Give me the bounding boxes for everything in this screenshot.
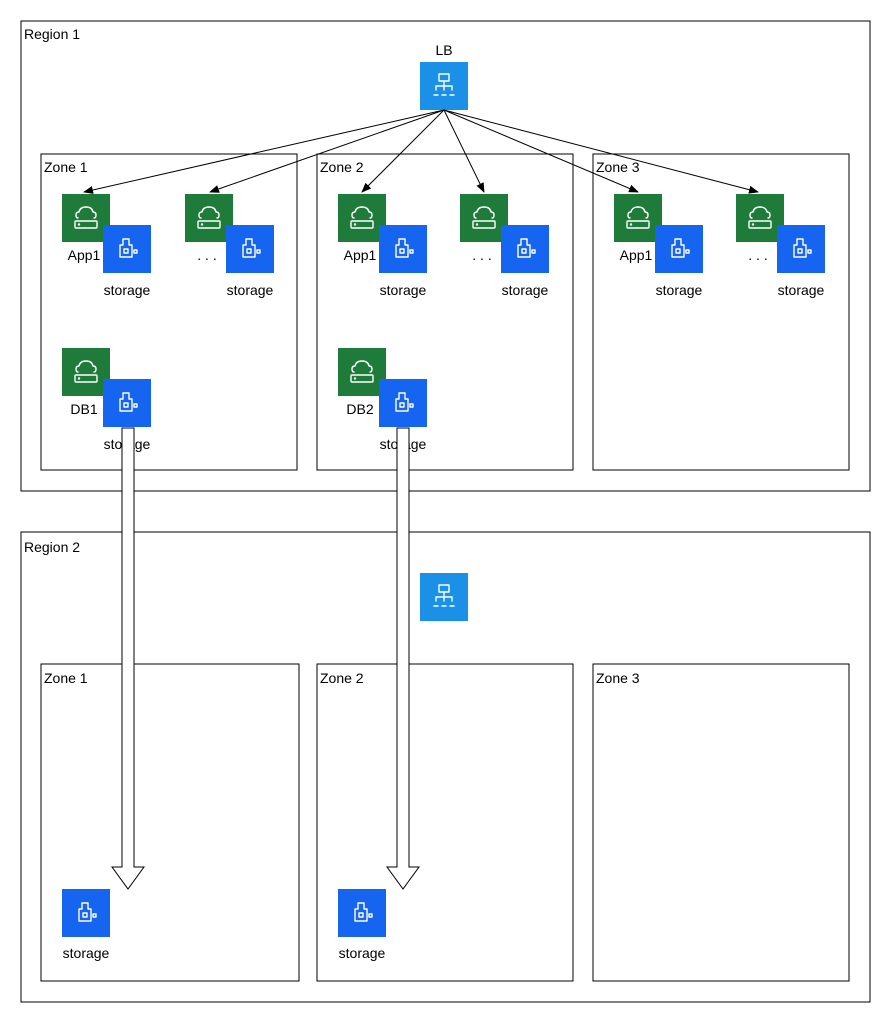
lb-to-zone-3-app1-arrow bbox=[443, 109, 639, 193]
compute-tile bbox=[338, 194, 386, 242]
zone-2-app-node[interactable]: App1 storage bbox=[338, 194, 427, 298]
lb-to-zone-1-app2-arrow bbox=[209, 109, 445, 193]
region-1-lb-label: LB bbox=[435, 42, 452, 58]
storage-tile bbox=[655, 225, 703, 273]
zone-label: Zone 1 bbox=[44, 159, 88, 175]
node-label: DB2 bbox=[346, 401, 373, 417]
compute-tile bbox=[736, 194, 784, 242]
zone-1-app-node[interactable]: App1 storage bbox=[62, 194, 151, 298]
node-label: storage bbox=[227, 282, 274, 298]
zone-1-db-node[interactable]: DB1storage bbox=[62, 348, 151, 452]
compute-tile bbox=[62, 348, 110, 396]
storage-tile bbox=[103, 379, 151, 427]
storage-tile bbox=[379, 225, 427, 273]
region-2-zone-1-storage-node[interactable]: storage bbox=[62, 889, 110, 961]
region-2-lb[interactable] bbox=[420, 573, 468, 621]
node-label: storage bbox=[104, 282, 151, 298]
cloud-server-icon bbox=[626, 206, 650, 229]
node-label: storage bbox=[656, 282, 703, 298]
cloud-server-icon bbox=[472, 206, 496, 229]
node-label: . . . bbox=[197, 247, 216, 263]
zone-3-app-node[interactable]: . . . storage bbox=[736, 194, 825, 298]
zone-label: Zone 2 bbox=[320, 159, 364, 175]
storage-tile bbox=[777, 225, 825, 273]
replication-arrow-zone-2 bbox=[386, 427, 420, 890]
zone-frame bbox=[592, 663, 850, 982]
storage-icon bbox=[395, 238, 414, 258]
compute-tile bbox=[614, 194, 662, 242]
cloud-server-icon bbox=[350, 360, 374, 383]
storage-tile bbox=[226, 225, 274, 273]
storage-icon bbox=[78, 902, 97, 922]
zone-1-app-node[interactable]: . . . storage bbox=[185, 194, 274, 298]
node-label: App1 bbox=[344, 247, 377, 263]
storage-tile bbox=[501, 225, 549, 273]
zone-label: Zone 2 bbox=[320, 670, 364, 686]
storage-tile bbox=[338, 889, 386, 937]
storage-tile bbox=[379, 379, 427, 427]
region-1-label: Region 1 bbox=[24, 26, 80, 42]
storage-icon bbox=[671, 238, 690, 258]
replication-arrow-zone-1 bbox=[111, 427, 145, 890]
storage-icon bbox=[354, 902, 373, 922]
compute-tile bbox=[62, 194, 110, 242]
storage-tile bbox=[62, 889, 110, 937]
storage-icon bbox=[395, 392, 414, 412]
lb-to-zone-2-app2-arrow bbox=[443, 109, 485, 193]
region-2-zone-2-storage-node[interactable]: storage bbox=[338, 889, 386, 961]
node-label: App1 bbox=[68, 247, 101, 263]
node-label: App1 bbox=[620, 247, 653, 263]
node-label: DB1 bbox=[70, 401, 97, 417]
compute-tile bbox=[185, 194, 233, 242]
storage-icon bbox=[119, 392, 138, 412]
region-2-label: Region 2 bbox=[24, 539, 80, 555]
region-1-lb[interactable] bbox=[420, 62, 468, 110]
node-label: storage bbox=[339, 945, 386, 961]
region-2-zone-3: Zone 3 bbox=[592, 663, 850, 982]
node-label: . . . bbox=[472, 247, 491, 263]
storage-icon bbox=[793, 238, 812, 258]
lb-to-zone-1-app1-arrow bbox=[83, 109, 445, 194]
zone-label: Zone 1 bbox=[44, 670, 88, 686]
cloud-server-icon bbox=[350, 206, 374, 229]
node-label: . . . bbox=[748, 247, 767, 263]
node-label: storage bbox=[63, 945, 110, 961]
compute-tile bbox=[338, 348, 386, 396]
region-2: Region 2 Zone 1 Zone 2 Zone 3 bbox=[20, 531, 871, 1003]
storage-tile bbox=[103, 225, 151, 273]
cloud-server-icon bbox=[748, 206, 772, 229]
zone-label: Zone 3 bbox=[596, 159, 640, 175]
load-balancer-icon bbox=[433, 584, 455, 607]
storage-icon bbox=[119, 238, 138, 258]
node-label: storage bbox=[502, 282, 549, 298]
zone-2-db-node[interactable]: DB2storage bbox=[338, 348, 427, 452]
node-label: storage bbox=[778, 282, 825, 298]
cloud-server-icon bbox=[74, 360, 98, 383]
zone-label: Zone 3 bbox=[596, 670, 640, 686]
storage-icon bbox=[517, 238, 536, 258]
zone-2-app-node[interactable]: . . . storage bbox=[460, 194, 549, 298]
load-balancer-icon bbox=[433, 73, 455, 96]
storage-icon bbox=[242, 238, 261, 258]
lb-connectors bbox=[83, 109, 759, 194]
lb-to-zone-3-app2-arrow bbox=[443, 109, 759, 194]
lb-to-zone-2-app1-arrow bbox=[361, 109, 445, 193]
node-label: storage bbox=[380, 282, 427, 298]
cloud-server-icon bbox=[197, 206, 221, 229]
cloud-server-icon bbox=[74, 206, 98, 229]
zone-3-app-node[interactable]: App1 storage bbox=[614, 194, 703, 298]
compute-tile bbox=[460, 194, 508, 242]
